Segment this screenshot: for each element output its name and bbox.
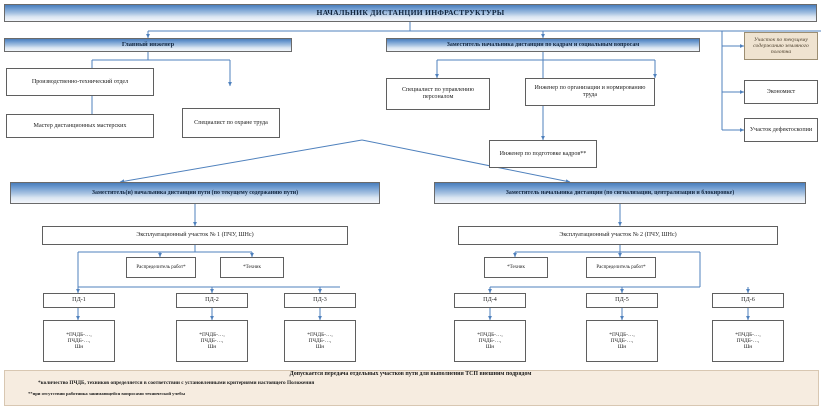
node-deputy-track-maintenance[interactable]: Заместитель(и) начальника дистанции пути… [10,182,380,204]
root-node-label: НАЧАЛЬНИК ДИСТАНЦИИ ИНФРАСТРУКТУРЫ [316,7,505,17]
node-hr-management-specialist[interactable]: Специалист по управлению персоналом [386,78,490,110]
node-crew-pd-1-label: *ПЧДБ-…, ПЧДБ-…, Шн [66,331,92,351]
node-technician-2-label: *Техник [507,264,525,270]
node-crew-pd-4-label: *ПЧДБ-…, ПЧДБ-…, Шн [477,331,503,351]
node-hr-management-specialist-label: Специалист по управлению персоналом [401,87,474,100]
node-crew-pd-2-label: *ПЧДБ-…, ПЧДБ-…, Шн [199,331,225,351]
node-operational-section-2[interactable]: Эксплуатационный участок № 2 (ПЧУ, ШНс) [458,226,778,245]
node-production-technical-department[interactable]: Производственно-технический отдел [6,68,154,96]
node-crew-pd-3-label: *ПЧДБ-…, ПЧДБ-…, Шн [307,331,333,351]
node-unit-pd-5-label: ПД-5 [615,297,629,304]
node-unit-pd-1[interactable]: ПД-1 [43,293,115,308]
node-unit-pd-6-label: ПД-6 [741,297,755,304]
footer-title: Допускается передача отдельных участков … [289,371,532,377]
node-labor-protection-specialist-label: Специалист по охране труда [194,119,268,126]
footer-note-staffing-criteria: *количество ПЧДБ, техников определяется … [38,380,315,386]
node-crew-pd-3[interactable]: *ПЧДБ-…, ПЧДБ-…, Шн [284,320,356,362]
node-unit-pd-2[interactable]: ПД-2 [176,293,248,308]
node-work-dispatcher-1[interactable]: Распределитель работ* [126,257,196,278]
node-operational-section-2-label: Эксплуатационный участок № 2 (ПЧУ, ШНс) [559,232,677,239]
node-flaw-detection-section-label: Участок дефектоскопии [749,126,813,133]
node-earthworks-maintenance-section-label: Участок по текущему содержанию земляного… [753,36,809,56]
node-earthworks-maintenance-section[interactable]: Участок по текущему содержанию земляного… [744,32,818,60]
node-work-dispatcher-1-label: Распределитель работ* [136,264,186,270]
node-deputy-hr-social-label: Заместитель начальника дистанции по кадр… [446,41,640,48]
node-production-technical-department-label: Производственно-технический отдел [31,78,129,85]
node-crew-pd-6-label: *ПЧДБ-…, ПЧДБ-…, Шн [735,331,761,351]
node-labor-organization-engineer[interactable]: Инженер по организации и нормированию тр… [525,78,655,106]
node-work-dispatcher-2-label: Распределитель работ* [596,264,646,270]
node-chief-engineer-label: Главный инженер [121,41,175,49]
node-unit-pd-4-label: ПД-4 [483,297,497,304]
node-unit-pd-5[interactable]: ПД-5 [586,293,658,308]
node-deputy-hr-social[interactable]: Заместитель начальника дистанции по кадр… [386,38,700,52]
node-operational-section-1-label: Эксплуатационный участок № 1 (ПЧУ, ШНс) [136,232,254,239]
node-personnel-training-engineer-label: Инженер по подготовке кадров** [499,150,587,157]
node-crew-pd-4[interactable]: *ПЧДБ-…, ПЧДБ-…, Шн [454,320,526,362]
node-technician-2[interactable]: *Техник [484,257,548,278]
node-economist[interactable]: Экономист [744,80,818,104]
node-chief-engineer[interactable]: Главный инженер [4,38,292,52]
footer-band [4,370,819,406]
node-crew-pd-6[interactable]: *ПЧДБ-…, ПЧДБ-…, Шн [712,320,784,362]
node-district-workshop-master[interactable]: Мастер дистанционных мастерских [6,114,154,138]
node-unit-pd-3-label: ПД-3 [313,297,327,304]
node-unit-pd-4[interactable]: ПД-4 [454,293,526,308]
node-crew-pd-5-label: *ПЧДБ-…, ПЧДБ-…, Шн [609,331,635,351]
node-crew-pd-1[interactable]: *ПЧДБ-…, ПЧДБ-…, Шн [43,320,115,362]
node-labor-organization-engineer-label: Инженер по организации и нормированию тр… [534,85,646,98]
node-unit-pd-3[interactable]: ПД-3 [284,293,356,308]
node-flaw-detection-section[interactable]: Участок дефектоскопии [744,118,818,142]
node-unit-pd-6[interactable]: ПД-6 [712,293,784,308]
node-crew-pd-5[interactable]: *ПЧДБ-…, ПЧДБ-…, Шн [586,320,658,362]
node-economist-label: Экономист [766,88,796,95]
node-deputy-track-maintenance-label: Заместитель(и) начальника дистанции пути… [91,189,299,196]
node-operational-section-1[interactable]: Эксплуатационный участок № 1 (ПЧУ, ШНс) [42,226,348,245]
node-crew-pd-2[interactable]: *ПЧДБ-…, ПЧДБ-…, Шн [176,320,248,362]
node-work-dispatcher-2[interactable]: Распределитель работ* [586,257,656,278]
node-district-workshop-master-label: Мастер дистанционных мастерских [33,122,127,129]
node-labor-protection-specialist[interactable]: Специалист по охране труда [182,108,280,138]
node-unit-pd-1-label: ПД-1 [72,297,86,304]
node-technician-1-label: *Техник [243,264,261,270]
node-personnel-training-engineer[interactable]: Инженер по подготовке кадров** [489,140,597,168]
footer-note-technical-training: **при отсутствии работника занимающейся … [28,391,185,396]
node-unit-pd-2-label: ПД-2 [205,297,219,304]
node-deputy-signalling-centralization-blocking-label: Заместитель начальника дистанции (по сиг… [505,189,735,196]
root-node-head-of-infrastructure-district[interactable]: НАЧАЛЬНИК ДИСТАНЦИИ ИНФРАСТРУКТУРЫ [4,4,817,22]
node-deputy-signalling-centralization-blocking[interactable]: Заместитель начальника дистанции (по сиг… [434,182,806,204]
node-technician-1[interactable]: *Техник [220,257,284,278]
